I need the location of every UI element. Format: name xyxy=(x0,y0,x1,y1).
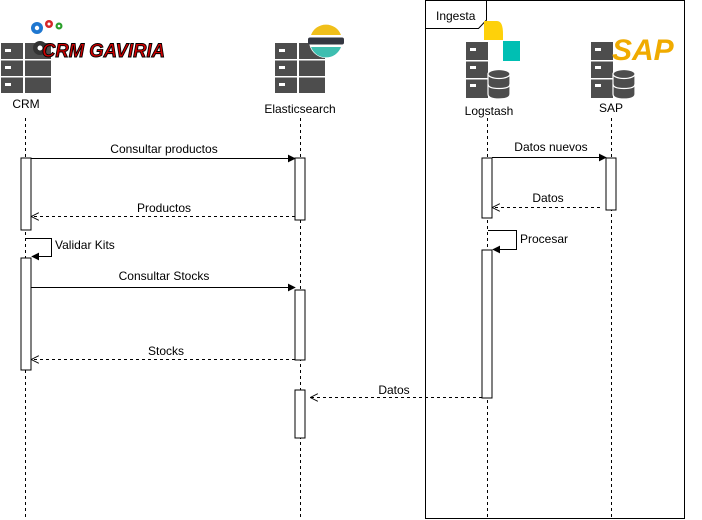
logstash-logo xyxy=(484,21,520,61)
activation-crm-1 xyxy=(20,157,32,231)
elasticsearch-logo xyxy=(308,24,344,58)
participant-logstash[interactable]: Logstash xyxy=(465,21,520,118)
message-label: Productos xyxy=(137,201,191,215)
message-procesar[interactable]: Procesar xyxy=(488,230,568,254)
message-consultar-productos[interactable]: Consultar productos xyxy=(31,142,296,163)
crm-logo: CRM GAVIRIA xyxy=(31,20,165,62)
message-label: Procesar xyxy=(520,232,568,246)
message-label: Validar Kits xyxy=(55,238,115,252)
group-frame xyxy=(425,0,685,519)
message-label: Consultar Stocks xyxy=(119,269,210,283)
messages: Consultar productos Productos Validar Ki… xyxy=(26,140,607,398)
activations xyxy=(20,157,617,439)
participant-label: CRM xyxy=(12,97,39,111)
activation-elasticsearch-1 xyxy=(294,157,306,221)
message-label: Consultar productos xyxy=(110,142,217,156)
message-label: Datos xyxy=(532,191,563,205)
activation-elasticsearch-3 xyxy=(294,389,306,439)
participant-sap[interactable]: SAP SAP xyxy=(591,34,675,115)
message-arrow xyxy=(26,238,52,261)
message-validar-kits[interactable]: Validar Kits xyxy=(26,238,115,261)
message-productos[interactable]: Productos xyxy=(32,201,295,217)
activation-logstash-1 xyxy=(481,157,493,219)
crm-brand-text: CRM GAVIRIA xyxy=(42,41,165,62)
activation-elasticsearch-2 xyxy=(294,289,306,361)
message-label: Stocks xyxy=(148,344,184,358)
message-stocks[interactable]: Stocks xyxy=(32,344,295,360)
activation-logstash-2 xyxy=(481,249,493,399)
message-label: Datos nuevos xyxy=(514,140,587,154)
server-db-icon xyxy=(591,42,636,100)
activation-crm-2 xyxy=(20,257,32,371)
message-arrow xyxy=(488,230,517,254)
participant-label: SAP xyxy=(599,101,623,115)
participant-elasticsearch[interactable]: Elasticsearch xyxy=(264,24,344,116)
group-label: Ingesta xyxy=(436,9,476,23)
message-datos-nuevos[interactable]: Datos nuevos xyxy=(492,140,607,162)
participant-label: Elasticsearch xyxy=(264,102,335,116)
message-datos-sap[interactable]: Datos xyxy=(493,191,600,208)
participant-label: Logstash xyxy=(465,104,514,118)
message-label: Datos xyxy=(378,383,409,397)
participant-crm[interactable]: CRM GAVIRIA CRM xyxy=(1,20,165,111)
lifelines xyxy=(25,118,612,519)
message-datos-es[interactable]: Datos xyxy=(311,383,482,398)
activation-sap-1 xyxy=(605,157,617,211)
message-consultar-stocks[interactable]: Consultar Stocks xyxy=(31,269,296,292)
server-db-icon xyxy=(466,42,511,100)
gears-icon xyxy=(31,20,63,55)
group-label-tab xyxy=(425,0,487,29)
sap-logo: SAP xyxy=(612,34,675,67)
group-ingesta: Ingesta xyxy=(425,0,685,519)
